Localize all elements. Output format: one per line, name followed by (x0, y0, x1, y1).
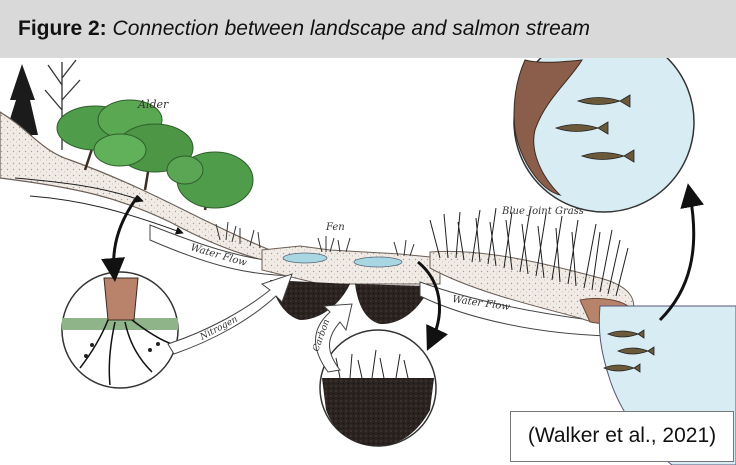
fen-label: Fen (325, 222, 345, 233)
arrow-to-salmon (660, 195, 694, 320)
figure-caption: Connection between landscape and salmon … (113, 17, 590, 40)
nitrogen-label: Nitrogen (198, 314, 240, 343)
citation-box: (Walker et al., 2021) (510, 411, 734, 462)
fen-pool-2 (354, 257, 402, 267)
landscape-illustration: Alder Water Flow Fen Water Flow Blue Joi… (0, 58, 736, 465)
figure-label: Figure 2: (18, 17, 107, 40)
peat-deposit-2 (355, 284, 430, 324)
fen-pool-1 (283, 253, 327, 263)
citation-text: (Walker et al., 2021) (511, 424, 733, 448)
figure-title: Figure 2: Connection between landscape a… (18, 17, 590, 41)
salmon-zoom-circle (514, 58, 694, 212)
blue-joint-grass-label: Blue Joint Grass (501, 206, 584, 217)
alder-trees (57, 100, 253, 210)
root-zoom-circle (62, 272, 178, 388)
nitrogen-arrow (168, 274, 292, 354)
figure-header: Figure 2: Connection between landscape a… (0, 0, 736, 58)
alder-label: Alder (137, 98, 169, 111)
fen-zoom-circle (320, 330, 436, 446)
